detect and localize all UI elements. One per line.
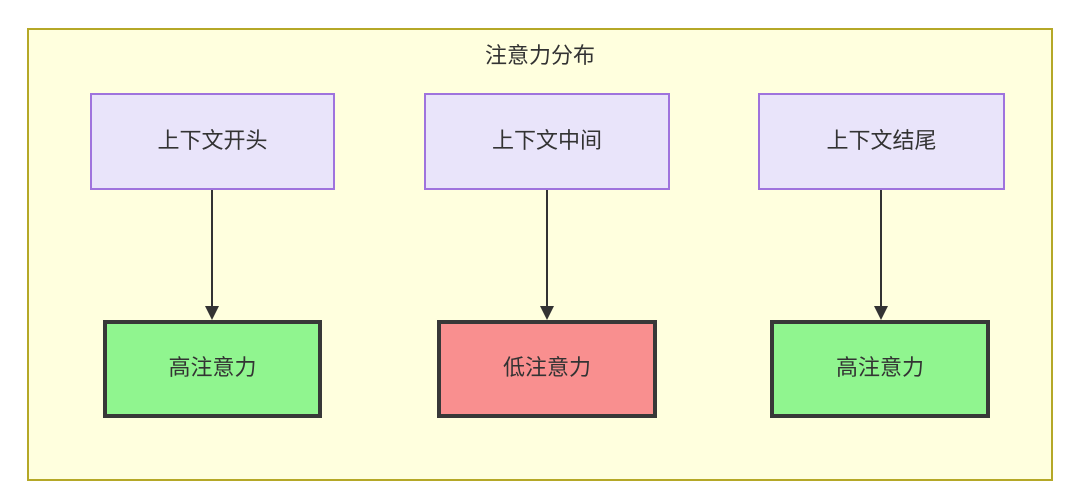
- node-context-middle-label: 上下文中间: [491, 128, 602, 154]
- node-high-attention-start[interactable]: 高注意力: [103, 320, 322, 418]
- arrowhead-context-start-to-high-attention: [205, 306, 219, 320]
- edge-line-context-middle-to-low-attention: [546, 190, 548, 307]
- node-high-attention-end-label: 高注意力: [835, 356, 924, 381]
- node-high-attention-end[interactable]: 高注意力: [770, 320, 990, 418]
- arrowhead-context-middle-to-low-attention: [540, 306, 554, 320]
- edge-line-context-start-to-high-attention: [211, 190, 213, 307]
- node-context-end[interactable]: 上下文结尾: [758, 93, 1005, 190]
- subgraph-title: 注意力分布: [484, 44, 595, 69]
- edge-line-context-end-to-high-attention: [880, 190, 882, 307]
- node-context-middle[interactable]: 上下文中间: [424, 93, 670, 190]
- node-low-attention-middle[interactable]: 低注意力: [437, 320, 657, 418]
- node-context-start-label: 上下文开头: [157, 128, 268, 154]
- node-context-start[interactable]: 上下文开头: [90, 93, 335, 190]
- node-high-attention-start-label: 高注意力: [168, 356, 257, 381]
- arrowhead-context-end-to-high-attention: [874, 306, 888, 320]
- node-low-attention-middle-label: 低注意力: [502, 356, 591, 381]
- node-context-end-label: 上下文结尾: [826, 128, 937, 154]
